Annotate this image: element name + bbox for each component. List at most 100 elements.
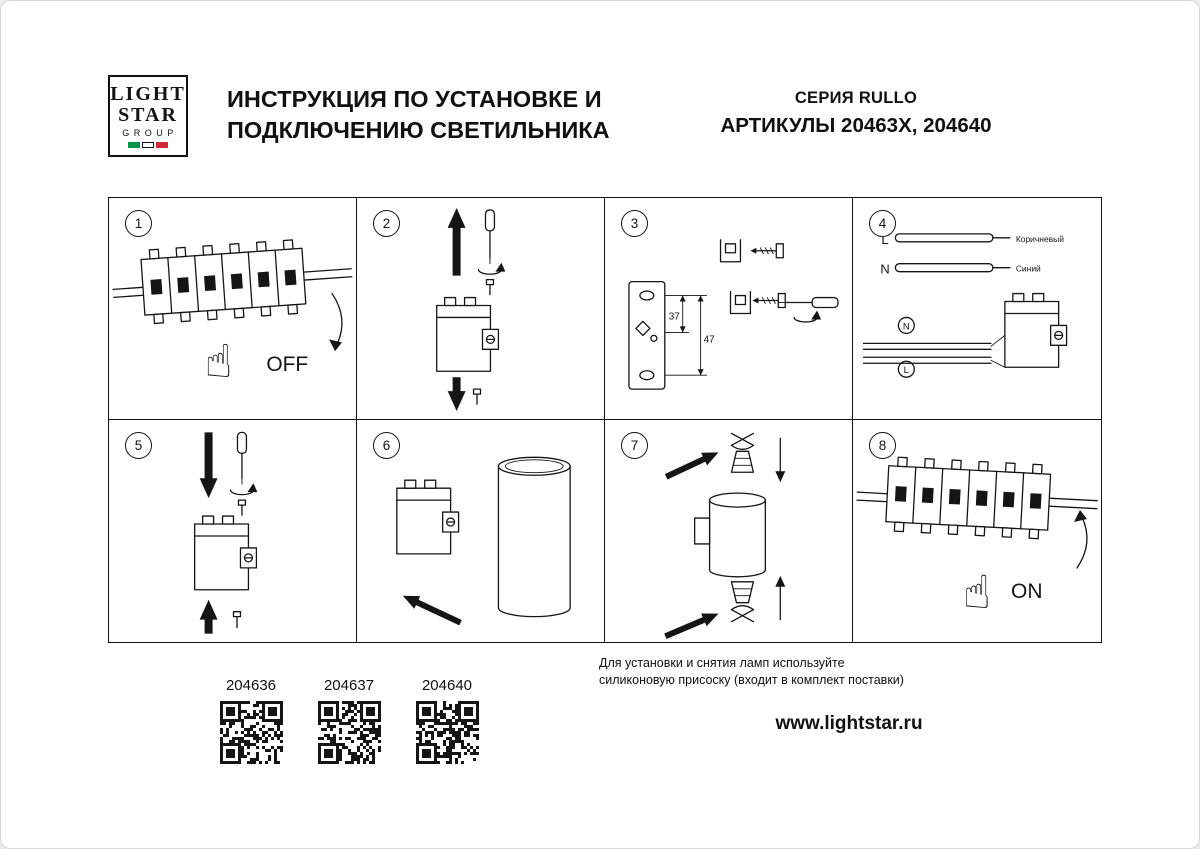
lamp-icon-bottom <box>730 581 755 604</box>
blue-wire-illustration <box>894 263 1011 273</box>
suction-cup-icon-bottom <box>730 605 755 623</box>
terminal-l-marker: L <box>897 360 915 378</box>
suction-cup-note: Для установки и снятия ламп используйте … <box>599 655 904 689</box>
step-panel-7: 7 <box>605 420 853 642</box>
brown-wire-illustration <box>894 233 1011 243</box>
circuit-breaker-panel-illustration <box>112 239 353 325</box>
italian-flag-icon <box>128 141 168 148</box>
fixture-bracket-illustration <box>1004 292 1068 368</box>
screwdriver-icon <box>236 431 248 485</box>
step-panel-8: 8 <box>853 420 1101 642</box>
pointing-hand-icon: ☝ <box>963 565 991 619</box>
articles-label: АРТИКУЛЫ 20463X, 204640 <box>720 114 992 137</box>
arrow-up-icon <box>199 599 218 634</box>
title-line-2: ПОДКЛЮЧЕНИЮ СВЕТИЛЬНИКА <box>227 116 610 143</box>
qr-code <box>317 701 381 764</box>
step-number-7: 7 <box>621 432 648 459</box>
logo-text-group: GROUP <box>122 127 178 138</box>
on-label: ON <box>1011 580 1043 603</box>
article-number: 204640 <box>421 677 473 694</box>
cylinder-shade-illustration <box>693 492 766 578</box>
circuit-breaker-panel-illustration <box>856 456 1098 540</box>
step-4-diagram: L Коричневый N Синий N <box>862 232 1068 378</box>
qr-column-204640: 204640 <box>415 677 479 764</box>
step-panel-1: 1 <box>109 198 357 420</box>
step-7-diagram <box>664 432 786 639</box>
step-1-diagram: ☝ OFF <box>112 239 353 388</box>
series-block: СЕРИЯ RULLO АРТИКУЛЫ 20463X, 204640 <box>691 89 1021 138</box>
arrow-down-icon <box>447 377 466 412</box>
flag-red <box>156 141 168 148</box>
label-wire-n: N <box>880 262 889 277</box>
title-line-1: ИНСТРУКЦИЯ ПО УСТАНОВКЕ И <box>227 86 602 112</box>
arrow-down-icon <box>199 432 218 499</box>
curved-arrow-up-icon <box>1074 510 1088 569</box>
step-panel-5: 5 <box>109 420 357 642</box>
step-number-2: 2 <box>373 210 400 237</box>
qr-code <box>415 701 479 764</box>
website-url: www.lightstar.ru <box>775 713 923 734</box>
cylinder-shade-illustration <box>497 456 571 618</box>
logo-text-light: LIGHT <box>110 83 186 106</box>
article-number: 204636 <box>225 677 277 694</box>
off-label: OFF <box>266 353 308 376</box>
suction-cup-icon <box>730 432 755 450</box>
step-panel-3: 3 37 47 <box>605 198 853 420</box>
dimension-lines: 37 47 <box>664 295 716 376</box>
step-panel-6: 6 <box>357 420 605 642</box>
svg-text:N: N <box>903 321 910 332</box>
step-5-diagram <box>194 431 258 634</box>
flag-white <box>142 141 154 148</box>
step-6-diagram <box>396 456 571 626</box>
label-blue-wire: Синий <box>1016 264 1041 274</box>
flag-green <box>128 141 140 148</box>
step-panel-4: 4 L Коричневый N Синий N <box>853 198 1101 420</box>
arrow-up-icon <box>447 207 466 276</box>
screw-icon <box>485 278 495 296</box>
step-number-1: 1 <box>125 210 152 237</box>
screw-icon <box>237 499 247 516</box>
arrow-down-small-icon <box>775 437 786 483</box>
screw-icon-small <box>232 611 242 629</box>
step-number-6: 6 <box>373 432 400 459</box>
label-wire-l: L <box>881 232 888 247</box>
note-line-1: Для установки и снятия ламп используйте <box>599 656 845 670</box>
steps-grid: 1 <box>108 197 1102 643</box>
lamp-icon <box>730 450 755 473</box>
rotation-arrow-icon <box>477 262 506 275</box>
logo-text-star: STAR <box>118 103 178 126</box>
screwdriver-icon <box>484 209 496 265</box>
step-number-5: 5 <box>125 432 152 459</box>
step-8-diagram: ☝ ON <box>856 456 1098 619</box>
article-number: 204637 <box>323 677 375 694</box>
bracket-clips-illustration <box>719 239 752 315</box>
step-panel-2: 2 <box>357 198 605 420</box>
mounting-plate-illustration <box>628 280 666 390</box>
screw-icon <box>750 243 784 259</box>
qr-column-204636: 204636 <box>219 677 283 764</box>
dimension-47: 47 <box>704 334 716 345</box>
svg-text:L: L <box>904 365 909 376</box>
qr-column-204637: 204637 <box>317 677 381 764</box>
screw-icon <box>752 292 786 309</box>
step-3-diagram: 37 47 <box>628 239 839 390</box>
step-number-3: 3 <box>621 210 648 237</box>
screw-icon-small <box>472 388 482 405</box>
fixture-bracket-illustration <box>396 479 460 555</box>
screwdriver-icon <box>777 296 839 323</box>
step-2-diagram <box>436 207 506 412</box>
step-number-4: 4 <box>869 210 896 237</box>
note-line-2: силиконовую присоску (входит в комплект … <box>599 672 904 687</box>
arrow-up-small-icon <box>775 575 786 621</box>
page-title: ИНСТРУКЦИЯ ПО УСТАНОВКЕ И ПОДКЛЮЧЕНИЮ СВ… <box>227 84 610 145</box>
step-number-8: 8 <box>869 432 896 459</box>
series-label: СЕРИЯ RULLO <box>794 89 918 107</box>
terminal-n-marker: N <box>897 316 915 335</box>
arrow-toward-fixture-icon <box>402 595 462 626</box>
arrow-insert-bottom-icon <box>664 613 719 639</box>
label-brown-wire: Коричневый <box>1016 234 1064 244</box>
arrow-insert-top-icon <box>664 452 719 480</box>
fixture-bracket-illustration <box>436 296 500 372</box>
curved-arrow-down-icon <box>329 292 343 352</box>
